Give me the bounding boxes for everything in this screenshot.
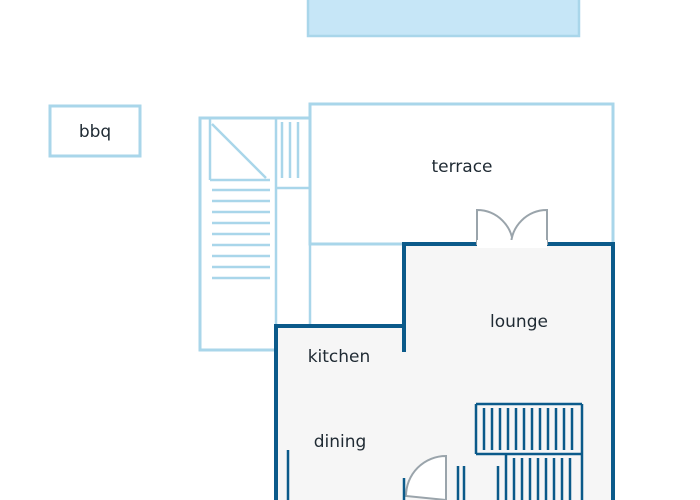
bbq-area: [48, 104, 142, 158]
outdoor-staircase: [198, 116, 310, 352]
bbq-label: bbq: [79, 122, 111, 142]
lounge-label: lounge: [490, 312, 548, 332]
terrace-double-door: [476, 208, 548, 248]
entrance-door: [402, 454, 500, 500]
interior-floor: [276, 244, 613, 500]
dining-label: dining: [314, 432, 367, 452]
interior-staircase: [474, 402, 584, 500]
pool: [306, 0, 581, 38]
kitchen-label: kitchen: [308, 347, 371, 367]
terrace-label: terrace: [431, 157, 492, 177]
